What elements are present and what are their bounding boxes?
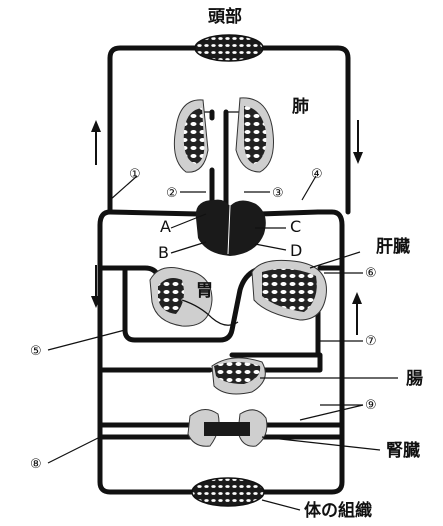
heart-chamber-a-label: A: [160, 217, 171, 236]
heart-chamber-d-label: D: [290, 241, 302, 260]
liver: [252, 260, 326, 320]
vessel-number-3: ③: [272, 186, 284, 201]
body-tissue-capillary: [192, 478, 264, 506]
vena-cava-left-vessel: [110, 212, 198, 214]
vessel-number-5: ⑤: [30, 344, 42, 359]
heart-chamber-c-label: C: [290, 217, 301, 236]
stomach-label: 胃: [196, 281, 213, 301]
down-arrow-icon: [353, 120, 363, 164]
vessel-number-4: ④: [311, 167, 323, 182]
lung-label: 肺: [292, 97, 309, 117]
heart-chamber-b-label: B: [158, 243, 169, 262]
kidneys: [188, 409, 267, 446]
vessel-number-6: ⑥: [365, 266, 377, 281]
aorta-to-right-vessel: [260, 212, 318, 214]
body-tissue-label: 体の組織: [304, 500, 372, 521]
vessel-number-1: ①: [129, 167, 141, 182]
vessel-number-8: ⑧: [30, 457, 42, 472]
vessel-number-2: ②: [166, 186, 178, 201]
intestine-label: 腸: [406, 369, 423, 389]
stomach: [150, 268, 238, 327]
up-arrow-icon: [352, 292, 362, 335]
upper-loop-vessel: [110, 48, 348, 212]
head-label: 頭部: [208, 6, 242, 27]
up-arrow-icon: [91, 120, 101, 165]
intestine: [212, 358, 265, 394]
head-capillary: [195, 35, 263, 61]
vessel-number-7: ⑦: [365, 334, 377, 349]
kidney-label: 腎臓: [386, 441, 420, 461]
vessel-number-9: ⑨: [365, 398, 377, 413]
liver-label: 肝臓: [376, 237, 410, 257]
